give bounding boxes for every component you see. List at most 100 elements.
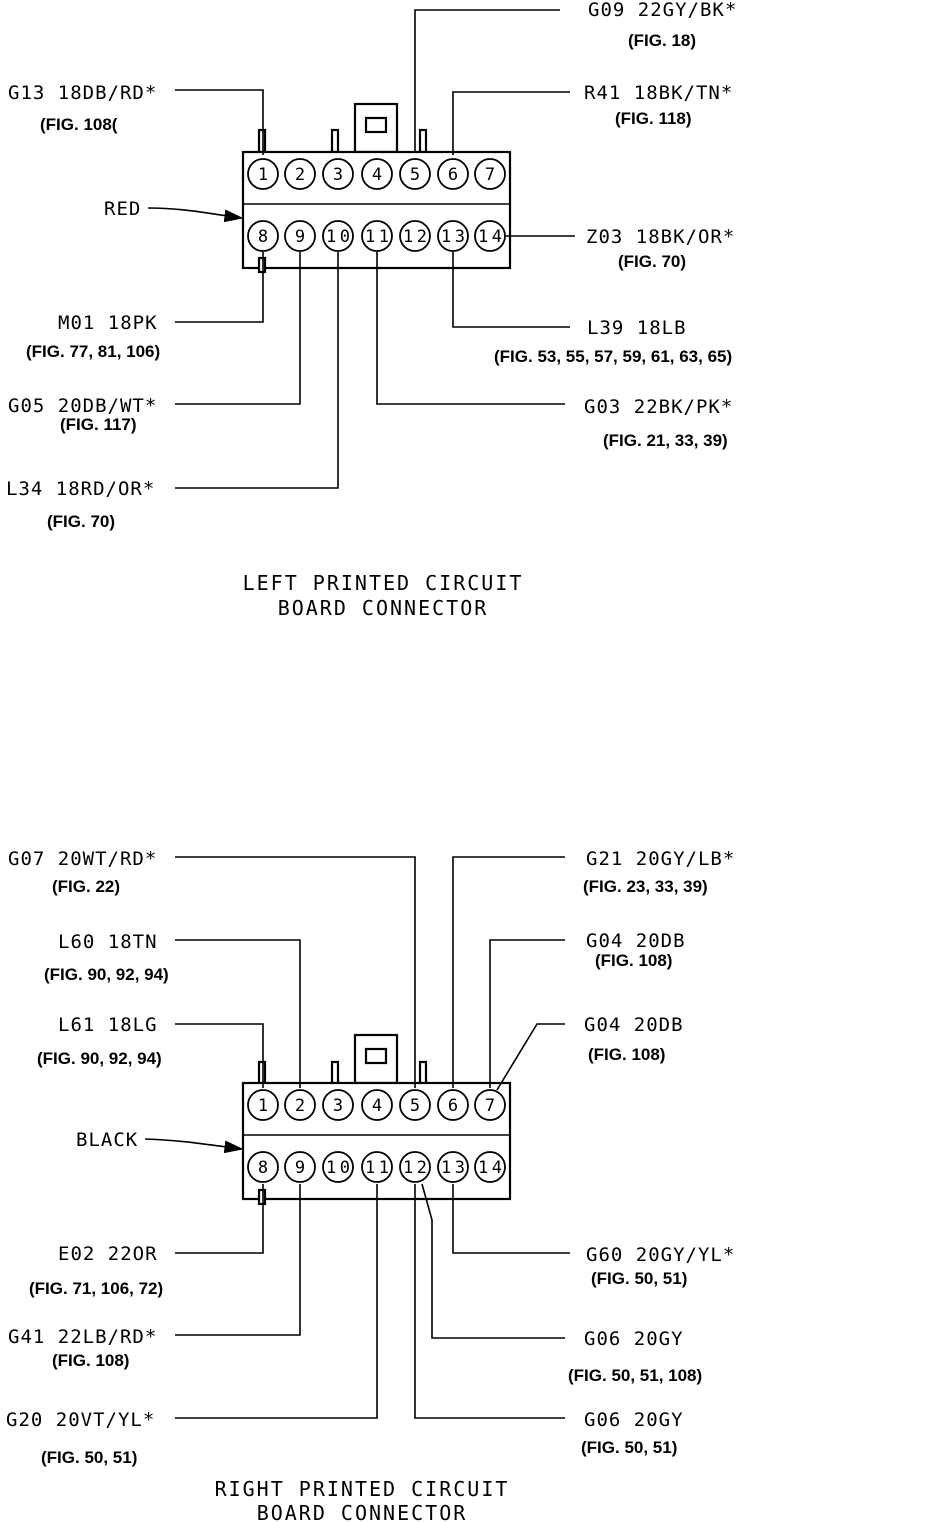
- connector-pin: [399, 1151, 431, 1183]
- wire-code: G04 20DB: [584, 1014, 684, 1036]
- pin-number: 1: [258, 1096, 268, 1116]
- fig-ref: (FIG. 70): [47, 512, 115, 531]
- pin-number: 2: [295, 1096, 305, 1116]
- pin-number: 6: [448, 1096, 458, 1116]
- connector-pin: [474, 1151, 506, 1183]
- fig-ref: (FIG. 108): [595, 951, 672, 970]
- wire-code: G13 18DB/RD*: [8, 82, 157, 104]
- wire-code: G21 20GY/LB*: [586, 848, 735, 870]
- connector-pin: [322, 1089, 354, 1121]
- wire-code: Z03 18BK/OR*: [586, 226, 735, 248]
- wire-code: L61 18LG: [58, 1014, 158, 1036]
- fig-ref: (FIG. 23, 33, 39): [583, 877, 708, 896]
- left-post: [418, 128, 428, 154]
- right-post: [330, 1060, 340, 1085]
- connector-pin: [247, 1089, 279, 1121]
- fig-ref: (FIG. 90, 92, 94): [44, 965, 169, 984]
- pin-number: 9: [295, 227, 305, 247]
- connector-pin: [361, 220, 393, 252]
- fig-ref: (FIG. 118): [615, 109, 692, 128]
- wire-code: G20 20VT/YL*: [6, 1409, 155, 1431]
- connector-pin: [399, 158, 431, 190]
- right-caption-line1: RIGHT PRINTED CIRCUIT: [215, 1477, 510, 1501]
- wire-code: G04 20DB: [586, 930, 686, 952]
- right-wires: [144, 856, 570, 1419]
- right-post: [418, 1060, 428, 1085]
- left-post: [257, 128, 267, 154]
- pin-number: 9: [295, 1158, 305, 1178]
- connector-pin: [437, 158, 469, 190]
- connector-pin: [361, 1089, 393, 1121]
- wire-code: G05 20DB/WT*: [8, 395, 157, 417]
- left-caption-line1: LEFT PRINTED CIRCUIT: [243, 571, 524, 595]
- pin-number: 8: [258, 227, 268, 247]
- wire-code: G09 22GY/BK*: [588, 0, 737, 21]
- connector-pin: [247, 1151, 279, 1183]
- connector-pin: [247, 220, 279, 252]
- fig-ref: (FIG. 50, 51): [41, 1448, 137, 1467]
- connector-pin: [437, 1089, 469, 1121]
- pin-number: 1: [258, 165, 268, 185]
- fig-ref: (FIG. 71, 106, 72): [29, 1279, 163, 1298]
- pin-number: 4: [372, 165, 382, 185]
- right-post: [257, 1060, 267, 1085]
- connector-pin: [322, 1151, 354, 1183]
- pin-number: 5: [410, 165, 420, 185]
- fig-ref: (FIG. 22): [52, 877, 120, 896]
- color-label: BLACK: [76, 1129, 138, 1151]
- wire-code: G03 22BK/PK*: [584, 396, 733, 418]
- fig-ref: (FIG. 77, 81, 106): [26, 342, 160, 361]
- wire-code: E02 22OR: [58, 1243, 158, 1265]
- connector-pin: [322, 220, 354, 252]
- wire-code: G41 22LB/RD*: [8, 1326, 157, 1348]
- wire-code: L34 18RD/OR*: [6, 478, 155, 500]
- left-wires: [147, 9, 575, 489]
- left-post: [330, 128, 340, 154]
- right-post: [257, 1188, 267, 1206]
- wire-code: G07 20WT/RD*: [8, 848, 157, 870]
- connector-pin: [247, 158, 279, 190]
- wire-code: L60 18TN: [58, 931, 158, 953]
- fig-ref: (FIG. 108(: [40, 115, 118, 134]
- connector-pin: [284, 1089, 316, 1121]
- left-caption-line2: BOARD CONNECTOR: [278, 596, 489, 620]
- fig-ref: (FIG. 108): [588, 1045, 665, 1064]
- connector-pin: [322, 158, 354, 190]
- color-label: RED: [104, 198, 141, 220]
- connector-pin: [361, 1151, 393, 1183]
- wire-code: G06 20GY: [584, 1409, 684, 1431]
- pin-number: 7: [485, 165, 495, 185]
- connector-pin: [474, 158, 506, 190]
- wire-code: G06 20GY: [584, 1328, 684, 1350]
- connector-pin: [399, 220, 431, 252]
- connector-pin: [361, 158, 393, 190]
- pin-number: 3: [333, 165, 343, 185]
- right-caption-line2: BOARD CONNECTOR: [257, 1501, 468, 1522]
- pin-number: 5: [410, 1096, 420, 1116]
- connector-pin: [284, 1151, 316, 1183]
- fig-ref: (FIG. 21, 33, 39): [603, 431, 728, 450]
- wire-code: M01 18PK: [58, 312, 158, 334]
- connector-pin: [399, 1089, 431, 1121]
- connector-pin: [437, 220, 469, 252]
- pin-number: 6: [448, 165, 458, 185]
- fig-ref: (FIG. 108): [52, 1351, 129, 1370]
- fig-ref: (FIG. 117): [60, 415, 137, 434]
- wire-code: R41 18BK/TN*: [584, 82, 733, 104]
- fig-ref: (FIG. 53, 55, 57, 59, 61, 63, 65): [494, 347, 732, 366]
- pin-number: 3: [333, 1096, 343, 1116]
- left-post: [257, 256, 267, 274]
- fig-ref: (FIG. 18): [628, 31, 696, 50]
- wire-code: G60 20GY/YL*: [586, 1244, 735, 1266]
- fig-ref: (FIG. 70): [618, 252, 686, 271]
- fig-ref: (FIG. 90, 92, 94): [37, 1049, 162, 1068]
- pin-number: 4: [372, 1096, 382, 1116]
- connector-pin: [474, 1089, 506, 1121]
- connector-pin: [284, 158, 316, 190]
- right-latch-window: [364, 1047, 388, 1065]
- connector-pin: [437, 1151, 469, 1183]
- fig-ref: (FIG. 50, 51): [591, 1269, 687, 1288]
